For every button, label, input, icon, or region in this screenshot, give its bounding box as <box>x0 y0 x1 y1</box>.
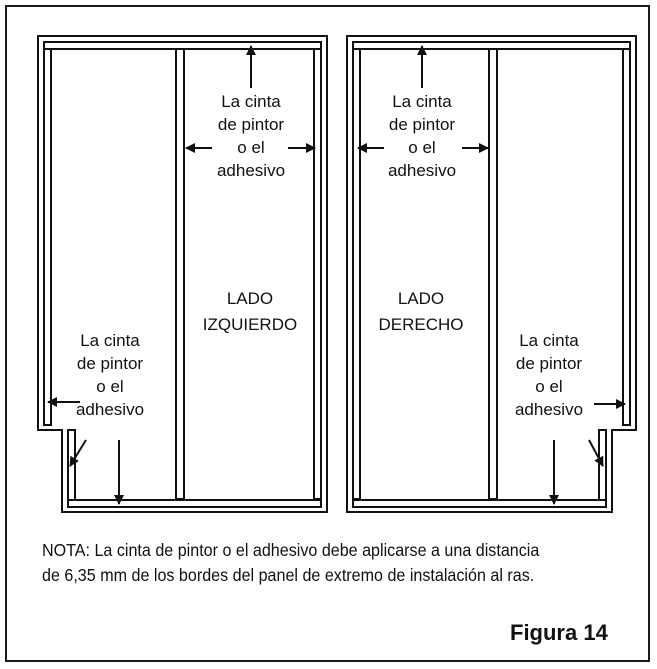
callout-line: o el <box>535 377 562 396</box>
callout-line: o el <box>96 377 123 396</box>
arrow-down-right <box>588 439 604 467</box>
panel-label-line: IZQUIERDO <box>203 315 297 334</box>
callout-line: de pintor <box>218 115 284 134</box>
arrow-down-left <box>69 439 87 467</box>
callout-line: de pintor <box>516 354 582 373</box>
callout-left-bottom: La cinta de pintor o el adhesivo <box>76 331 144 419</box>
callout-line: de pintor <box>389 115 455 134</box>
callout-left-top: La cinta de pintor o el adhesivo <box>217 92 285 180</box>
callout-line: adhesivo <box>217 161 285 180</box>
callout-line: La cinta <box>221 92 281 111</box>
callout-line: o el <box>237 138 264 157</box>
callout-right-bottom: La cinta de pintor o el adhesivo <box>515 331 583 419</box>
installation-note: NOTA: La cinta de pintor o el adhesivo d… <box>42 540 540 585</box>
right-panel-label: LADO DERECHO <box>378 289 463 334</box>
callout-right-top: La cinta de pintor o el adhesivo <box>388 92 456 180</box>
left-panel <box>37 35 328 513</box>
callout-line: adhesivo <box>388 161 456 180</box>
callout-line: o el <box>408 138 435 157</box>
callout-line: La cinta <box>80 331 140 350</box>
panel-label-line: LADO <box>398 289 444 308</box>
right-panel <box>346 35 637 513</box>
panel-label-line: LADO <box>227 289 273 308</box>
left-panel-label: LADO IZQUIERDO <box>203 289 297 334</box>
callout-line: de pintor <box>77 354 143 373</box>
figure-caption: Figura 14 <box>510 620 608 645</box>
callout-line: adhesivo <box>515 400 583 419</box>
callout-line: La cinta <box>519 331 579 350</box>
callout-line: adhesivo <box>76 400 144 419</box>
callout-line: La cinta <box>392 92 452 111</box>
panel-label-line: DERECHO <box>378 315 463 334</box>
